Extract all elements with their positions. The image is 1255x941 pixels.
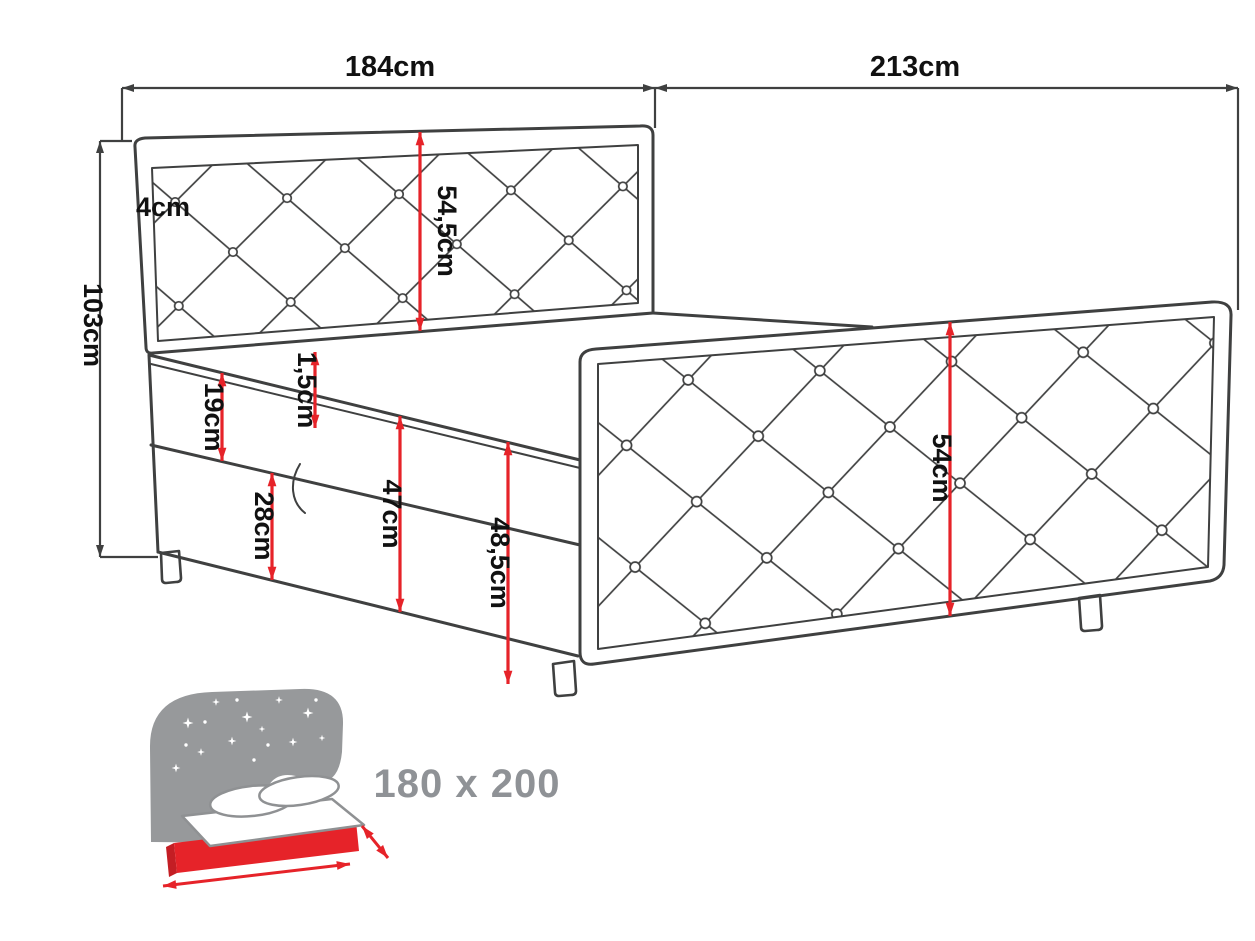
- icon-depth-arrow: [360, 825, 390, 859]
- left-dimension: 103cm 4cm: [78, 139, 190, 559]
- icon-width-arrow: [162, 861, 351, 889]
- dim-label-headboard: 54,5cm: [432, 185, 462, 277]
- footboard-panel: [578, 300, 1233, 666]
- mattress-back-edge: [651, 311, 874, 329]
- foot-middle: [551, 659, 578, 698]
- bed-feet: [159, 549, 578, 698]
- storage-bed-icon: 180 x 200: [149, 688, 561, 889]
- icon-storage-box-front: [174, 821, 359, 873]
- drawer-zipper: [292, 463, 306, 514]
- dim-label-base-total: 48,5cm: [485, 517, 515, 609]
- dim-label-base: 47cm: [377, 479, 407, 548]
- dim-label-mattress: 19cm: [199, 382, 229, 451]
- icon-stars: [171, 696, 326, 773]
- headboard-inner-border: [151, 144, 639, 342]
- foot-left: [159, 549, 183, 585]
- dim-label-topper: 1,5cm: [292, 352, 322, 429]
- footboard-quilt-pattern: [598, 317, 1214, 649]
- icon-pillows: [208, 774, 340, 818]
- headboard-quilt-pattern: [152, 145, 638, 341]
- bed-drawing: [133, 124, 1233, 698]
- footboard-inner-border: [597, 316, 1215, 650]
- headboard: [133, 124, 655, 355]
- red-dimensions: 54,5cm 19cm 1,5cm 28cm 47cm 48,5cm 54cm: [199, 131, 957, 684]
- dim-label-width-total: 213cm: [870, 51, 960, 83]
- black-dimensions: 184cm 213cm 103cm 4cm: [78, 51, 1240, 559]
- dim-label-width-head: 184cm: [345, 51, 435, 83]
- top-dimension: 184cm 213cm: [120, 51, 1240, 310]
- footboard: [578, 300, 1233, 666]
- bed-left-edge: [147, 353, 160, 554]
- dim-label-height-total: 103cm: [78, 283, 108, 367]
- dim-label-headboard-top: 4cm: [136, 192, 190, 222]
- size-label: 180 x 200: [374, 762, 561, 806]
- headboard-panel: [133, 124, 655, 355]
- dim-label-drawer: 28cm: [249, 491, 279, 560]
- icon-pillow-right: [258, 774, 340, 808]
- dim-label-footboard: 54cm: [927, 433, 957, 502]
- foot-right: [1077, 593, 1104, 633]
- icon-headboard-shape: [149, 688, 344, 843]
